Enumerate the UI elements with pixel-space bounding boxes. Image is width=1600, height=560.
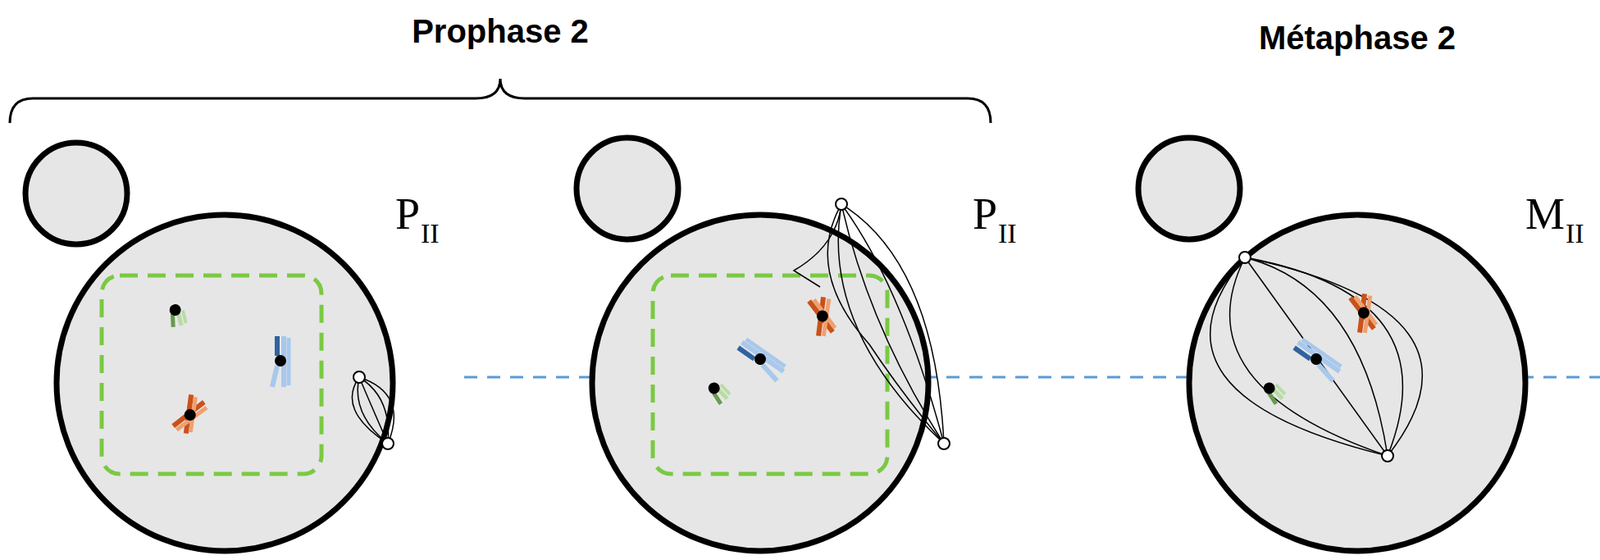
phase-subscript: II (420, 219, 440, 248)
stage-heading: Métaphase 2 (1258, 21, 1456, 55)
phase-subscript: II (998, 219, 1017, 248)
phase-letter: M (1525, 191, 1565, 237)
phase-letter: P (395, 191, 420, 237)
phase-letter: P (972, 191, 998, 237)
phase-subscript: II (1565, 219, 1585, 248)
stage-heading: Prophase 2 (411, 14, 589, 48)
